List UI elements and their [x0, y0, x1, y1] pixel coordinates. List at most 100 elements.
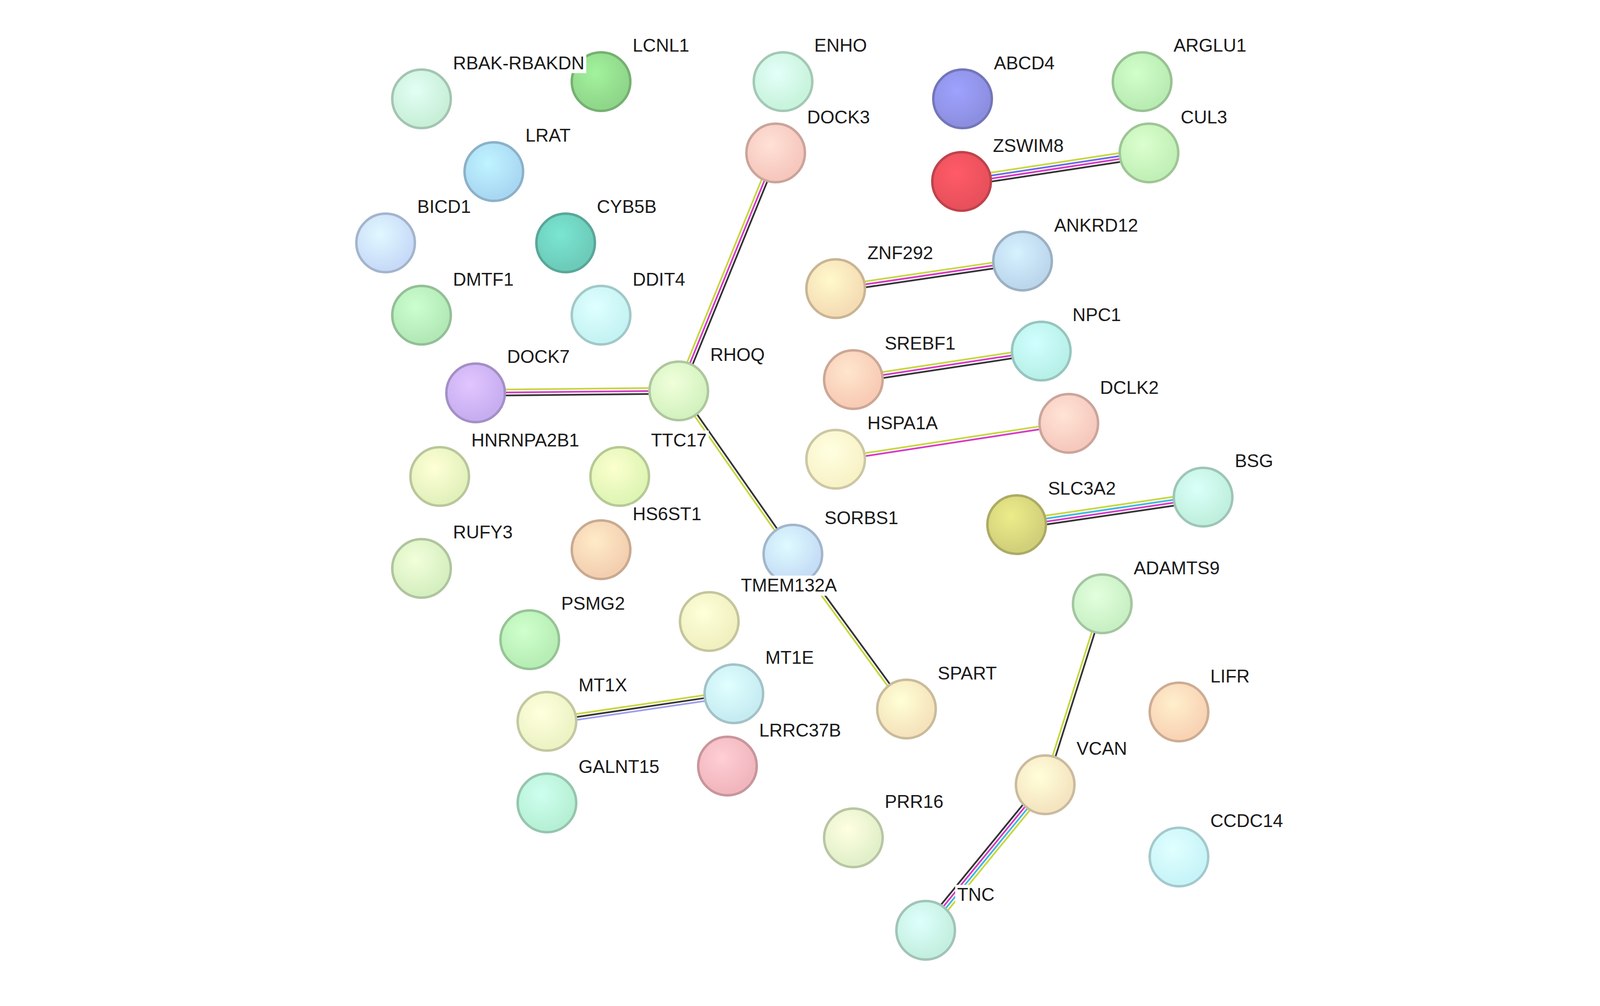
protein-node: VCAN	[1014, 754, 1076, 816]
node-label: RUFY3	[451, 522, 515, 544]
node-label: LCNL1	[630, 35, 692, 57]
protein-node: CYB5B	[535, 212, 597, 274]
node-label: TNC	[955, 884, 997, 906]
interaction-edge	[687, 179, 768, 366]
interaction-edge	[881, 352, 1013, 379]
protein-node: HS6ST1	[570, 519, 632, 581]
edge-stripe	[575, 701, 706, 721]
edge-stripe	[881, 355, 1013, 376]
protein-node: SPART	[875, 678, 937, 740]
node-label: TMEM132A	[738, 575, 839, 597]
node-label: PSMG2	[559, 594, 628, 615]
edge-stripe	[1045, 502, 1175, 522]
protein-node: RBAK-RBAKDN	[391, 68, 453, 130]
edge-stripe	[940, 804, 1024, 906]
protein-node: DOCK3	[745, 122, 807, 184]
protein-node: MT1E	[703, 663, 765, 725]
protein-node: SLC3A2	[986, 494, 1048, 556]
protein-node: BICD1	[355, 212, 417, 274]
protein-node: ADAMTS9	[1071, 573, 1133, 635]
node-label: CUL3	[1178, 107, 1230, 128]
protein-node: ABCD4	[932, 68, 994, 130]
edge-stripe	[865, 268, 995, 288]
edge-stripe	[990, 161, 1121, 182]
node-label: LIFR	[1208, 666, 1252, 687]
protein-node: HSPA1A	[805, 428, 867, 490]
protein-node: CCDC14	[1148, 826, 1210, 888]
interaction-edge	[940, 804, 1030, 912]
node-label: HSPA1A	[865, 413, 940, 434]
edge-stripe	[1045, 505, 1176, 525]
protein-node: TMEM132A	[678, 591, 740, 653]
interaction-edge	[1044, 496, 1176, 525]
protein-node: CUL3	[1118, 122, 1180, 184]
protein-node: LRAT	[463, 141, 525, 203]
node-label: DCLK2	[1098, 377, 1161, 398]
protein-node: DOCK7	[445, 362, 507, 424]
edge-stripe	[504, 388, 650, 390]
protein-node: PRR16	[822, 807, 884, 869]
node-label: ZNF292	[865, 242, 936, 264]
edge-stripe	[990, 155, 1121, 176]
node-label: SPART	[935, 663, 999, 684]
node-label: HS6ST1	[630, 504, 704, 525]
protein-node: RUFY3	[391, 538, 453, 600]
protein-node: ZNF292	[805, 258, 867, 320]
protein-node: TTC17	[589, 446, 651, 508]
protein-node: GALNT15	[516, 772, 578, 834]
node-label: ENHO	[812, 35, 870, 57]
node-label: DMTF1	[451, 269, 516, 290]
protein-node: ARGLU1	[1111, 51, 1173, 113]
node-label: SORBS1	[822, 508, 901, 529]
protein-node: TNC	[895, 900, 957, 962]
node-label: DOCK3	[805, 107, 872, 128]
edge-stripe	[945, 808, 1028, 909]
edge-stripe	[575, 698, 706, 718]
protein-node: LIFR	[1148, 681, 1210, 743]
node-label: LRAT	[523, 125, 573, 147]
node-label: CYB5B	[595, 197, 659, 218]
edge-stripe	[687, 179, 763, 363]
edge-stripe	[504, 391, 650, 393]
protein-node: ENHO	[752, 51, 814, 113]
node-label: DDIT4	[630, 269, 688, 290]
interaction-edge	[989, 152, 1122, 182]
protein-node: NPC1	[1010, 320, 1072, 382]
node-label: NPC1	[1070, 305, 1124, 326]
edge-stripe	[947, 810, 1030, 911]
protein-node: BSG	[1172, 466, 1234, 528]
node-label: BSG	[1232, 451, 1275, 472]
protein-node: ZSWIM8	[931, 150, 993, 212]
node-label: SLC3A2	[1046, 479, 1118, 500]
node-label: SREBF1	[882, 333, 958, 355]
node-label: HNRNPA2B1	[469, 430, 581, 452]
node-label: TTC17	[649, 430, 709, 452]
edge-stripe	[881, 352, 1012, 373]
protein-node: DMTF1	[391, 284, 453, 346]
protein-node: ANKRD12	[992, 230, 1054, 292]
interaction-edge	[575, 695, 706, 721]
node-label: RBAK-RBAKDN	[451, 53, 587, 74]
node-label: LRRC37B	[756, 720, 844, 741]
edge-stripe	[882, 358, 1013, 379]
edge-stripe	[942, 806, 1026, 907]
edge-stripe	[989, 152, 1120, 173]
protein-node: SREBF1	[822, 349, 884, 411]
node-label: ANKRD12	[1052, 215, 1141, 236]
protein-node: RHOQ	[648, 360, 710, 422]
edge-stripe	[689, 180, 765, 364]
node-label: ARGLU1	[1171, 35, 1249, 57]
edge-stripe	[1052, 631, 1093, 757]
interaction-edge	[504, 388, 650, 396]
protein-node: LRRC37B	[696, 735, 758, 797]
edge-stripe	[504, 393, 650, 396]
interaction-edge	[864, 262, 995, 288]
edge-stripe	[692, 181, 768, 365]
node-label: PRR16	[882, 792, 946, 813]
node-label: GALNT15	[576, 757, 662, 778]
protein-node: DCLK2	[1038, 392, 1100, 454]
node-label: RHOQ	[708, 345, 767, 366]
node-label: MT1X	[576, 675, 630, 696]
edge-stripe	[696, 413, 778, 530]
